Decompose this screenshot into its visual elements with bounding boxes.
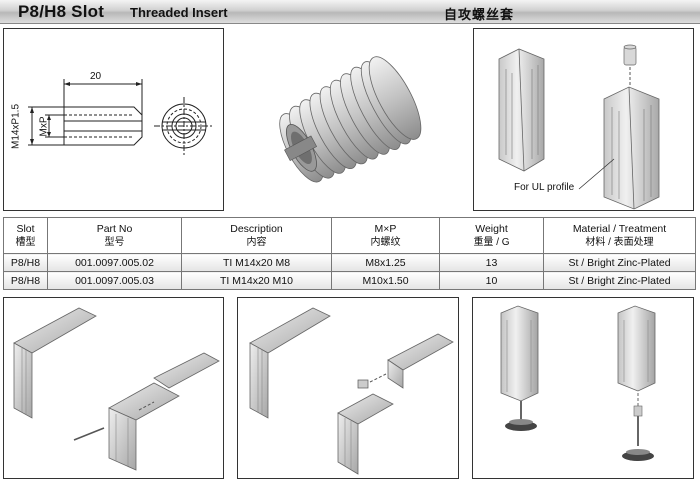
- technical-drawing-panel: 20 M14xP1.5 MxP: [3, 28, 224, 211]
- slot-title: P8/H8 Slot: [18, 2, 105, 21]
- product-title-cn: 自攻螺丝套: [444, 7, 515, 22]
- cell-part-no: 001.0097.005.02: [47, 253, 182, 272]
- cell-weight: 10: [439, 271, 544, 290]
- table-row: P8/H8 001.0097.005.03 TI M14x20 M10 M10x…: [3, 271, 696, 290]
- technical-drawing: [28, 79, 214, 155]
- cell-material: St / Bright Zinc-Plated: [543, 271, 696, 290]
- length-dimension: 20: [90, 71, 102, 82]
- cell-thread: M8x1.25: [331, 253, 440, 272]
- outer-thread-dimension: M14xP1.5: [10, 103, 22, 150]
- cell-description: TI M14x20 M8: [181, 253, 332, 272]
- cell-slot: P8/H8: [3, 271, 48, 290]
- installation-view-3: [472, 297, 694, 479]
- header-bar: P8/H8 Slot Threaded Insert 自攻螺丝套: [0, 0, 700, 24]
- installation-view-1: [3, 297, 224, 479]
- cell-description: TI M14x20 M10: [181, 271, 332, 290]
- inner-thread-dimension: MxP: [38, 116, 50, 137]
- cell-weight: 13: [439, 253, 544, 272]
- table-row: P8/H8 001.0097.005.02 TI M14x20 M8 M8x1.…: [3, 253, 696, 272]
- profile-assembly-illustration: [498, 44, 660, 210]
- installation-view-2: [237, 297, 459, 479]
- cell-material: St / Bright Zinc-Plated: [543, 253, 696, 272]
- cell-part-no: 001.0097.005.03: [47, 271, 182, 290]
- assembly-panel: For UL profile: [473, 28, 694, 211]
- for-ul-profile-label: For UL profile: [514, 182, 575, 193]
- cell-slot: P8/H8: [3, 253, 48, 272]
- threaded-insert-render: [255, 42, 445, 202]
- cell-thread: M10x1.50: [331, 271, 440, 290]
- product-title: Threaded Insert: [130, 5, 228, 20]
